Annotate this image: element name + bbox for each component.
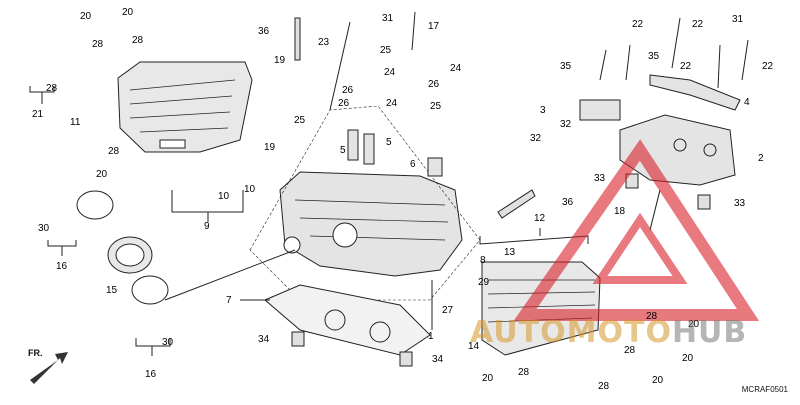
callout-label: 30 xyxy=(162,337,174,348)
callout-label: 22 xyxy=(762,61,774,72)
callout-label: 13 xyxy=(504,247,516,258)
callout-label: 5 xyxy=(340,145,346,156)
callout-label: 34 xyxy=(258,334,270,345)
part-code: MCRAF0501 xyxy=(741,385,788,394)
callout-label: 29 xyxy=(478,277,490,288)
callout-label: 36 xyxy=(562,197,574,208)
callout-label: 28 xyxy=(46,83,58,94)
callout-label: 25 xyxy=(380,45,392,56)
callout-label: 20 xyxy=(122,7,134,18)
callout-label: 30 xyxy=(38,223,50,234)
callout-label: 19 xyxy=(274,55,286,66)
callout-label: 1 xyxy=(428,331,434,342)
callout-label: 16 xyxy=(56,261,68,272)
callout-label: 14 xyxy=(468,341,480,352)
callout-label: 20 xyxy=(682,353,694,364)
head-gasket xyxy=(264,284,431,356)
callout-label: 5 xyxy=(386,137,392,148)
callout-label: 10 xyxy=(244,184,256,195)
callout-label: 20 xyxy=(688,319,700,330)
callout-label: 28 xyxy=(624,345,636,356)
callout-label: 33 xyxy=(594,173,606,184)
callout-label: 27 xyxy=(442,305,454,316)
callout-label: 26 xyxy=(342,85,354,96)
callout-label: 23 xyxy=(318,37,330,48)
callout-label: 25 xyxy=(294,115,306,126)
callout-label: 12 xyxy=(534,213,546,224)
callout-label: 28 xyxy=(598,381,610,392)
callout-label: 26 xyxy=(338,98,350,109)
callout-label: 22 xyxy=(692,19,704,30)
callout-label: 35 xyxy=(648,51,660,62)
callout-label: 24 xyxy=(386,98,398,109)
callout-label: 34 xyxy=(432,354,444,365)
callout-label: 20 xyxy=(80,11,92,22)
callout-label: 24 xyxy=(384,67,396,78)
callout-label: 11 xyxy=(70,117,81,128)
front-arrow xyxy=(30,352,68,384)
callout-label: 28 xyxy=(646,311,658,322)
callout-label: 8 xyxy=(480,255,486,266)
head-cover xyxy=(117,61,253,153)
callout-label: 21 xyxy=(32,109,44,120)
callout-label: 22 xyxy=(632,19,644,30)
callout-label: 31 xyxy=(382,13,394,24)
front-direction-label: FR. xyxy=(28,348,43,358)
callout-label: 33 xyxy=(734,198,746,209)
callout-label: 28 xyxy=(132,35,144,46)
callout-label: 18 xyxy=(614,206,626,217)
callout-label: 28 xyxy=(518,367,530,378)
callout-label: 28 xyxy=(108,146,120,157)
callout-label: 2 xyxy=(758,153,764,164)
callout-label: 3 xyxy=(540,105,546,116)
watermark-part2: HUB xyxy=(671,315,748,350)
watermark-triangle xyxy=(513,139,760,321)
callout-label: 10 xyxy=(218,191,230,202)
callout-label: 26 xyxy=(428,79,440,90)
watermark-part1: AUTOMOTO xyxy=(470,315,672,350)
callout-label: 25 xyxy=(430,101,442,112)
callout-label: 9 xyxy=(204,221,210,232)
callout-label: 15 xyxy=(106,285,118,296)
callout-label: 20 xyxy=(482,373,494,384)
callout-label: 24 xyxy=(450,63,462,74)
callout-label: 7 xyxy=(226,295,232,306)
callout-label: 20 xyxy=(96,169,108,180)
callout-label: 32 xyxy=(560,119,572,130)
callout-label: 31 xyxy=(732,14,744,25)
callout-label: 36 xyxy=(258,26,270,37)
callout-label: 4 xyxy=(744,97,750,108)
callout-label: 19 xyxy=(264,142,276,153)
callout-label: 22 xyxy=(680,61,692,72)
callout-label: 17 xyxy=(428,21,440,32)
callout-label: 20 xyxy=(652,375,664,386)
callout-label: 6 xyxy=(410,159,416,170)
callout-label: 16 xyxy=(145,369,157,380)
callout-label: 35 xyxy=(560,61,572,72)
watermark-text: AUTOMOTOHUB xyxy=(470,318,747,348)
rear-head-cover xyxy=(481,261,601,356)
cylinder-head xyxy=(279,171,463,277)
callout-label: 32 xyxy=(530,133,542,144)
callout-label: 28 xyxy=(92,39,104,50)
